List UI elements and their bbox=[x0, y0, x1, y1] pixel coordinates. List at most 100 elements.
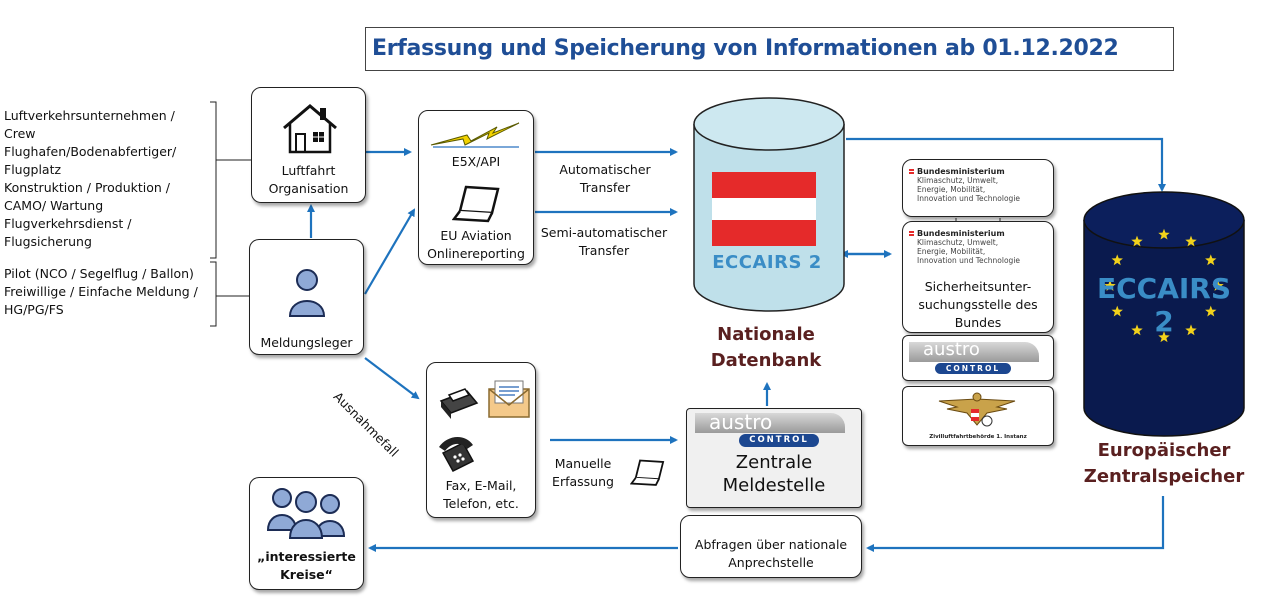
arrow-meldungsleger-reporting bbox=[364, 208, 416, 295]
auto-transfer-label: Automatischer Transfer bbox=[546, 161, 664, 197]
house-icon bbox=[283, 104, 337, 154]
eu-star bbox=[1185, 235, 1197, 247]
eu-star bbox=[1104, 280, 1116, 291]
laptop-icon bbox=[452, 185, 500, 223]
meldungsleger-box: Meldungsleger bbox=[249, 239, 364, 355]
left-list-group1: Luftverkehrsunternehmen / Crew Flughafen… bbox=[4, 107, 209, 251]
zivilluftfahrt-box: Zivilluftfahrtbehörde 1. Instanz bbox=[902, 386, 1054, 446]
eu-aviation-label-2: Onlinereporting bbox=[427, 246, 525, 261]
page-title-text: Erfassung und Speicherung von Informatio… bbox=[372, 36, 1119, 61]
europa-label-1: Europäischer bbox=[1097, 440, 1231, 461]
austro-text: austro bbox=[709, 410, 773, 434]
europa-cylinder bbox=[1083, 191, 1245, 437]
fax-label-1: Fax, E-Mail, bbox=[445, 478, 517, 493]
zentrale-meldestelle-box: austro CONTROL Zentrale Meldestelle bbox=[686, 408, 862, 508]
zentrale-label-1: Zentrale bbox=[735, 452, 813, 473]
interessierte-label-2: Kreise“ bbox=[280, 567, 333, 582]
list-item: Konstruktion / Produktion / bbox=[4, 180, 171, 195]
control-small-text: CONTROL bbox=[935, 363, 1011, 374]
ministry-name: Bundesministerium bbox=[917, 167, 1005, 176]
zentrale-label-2: Meldestelle bbox=[722, 475, 826, 496]
luftfahrt-label-1: Luftfahrt bbox=[281, 163, 336, 178]
eu-star bbox=[1111, 254, 1123, 266]
eu-star bbox=[1111, 305, 1123, 317]
ministry-line-2: Energie, Mobilität, bbox=[917, 185, 986, 194]
abfragen-label-2: Anprechstelle bbox=[728, 555, 814, 570]
semi-transfer-label: Semi-automatischer Transfer bbox=[536, 224, 672, 260]
europa-eccairs-logo: ECCAIRS 2 bbox=[1096, 272, 1232, 338]
luftfahrt-organisation-box: Luftfahrt Organisation bbox=[251, 87, 366, 203]
list-item: CAMO/ Wartung bbox=[4, 198, 104, 213]
semi-transfer-label-1: Semi-automatischer bbox=[540, 225, 668, 240]
nationale-datenbank-label: Nationale Datenbank bbox=[686, 322, 846, 374]
abfragen-box: Abfragen über nationale Anprechstelle bbox=[680, 515, 862, 578]
luftfahrt-label-2: Organisation bbox=[268, 181, 349, 196]
person-icon bbox=[288, 269, 326, 317]
laptop-icon-small bbox=[630, 459, 665, 486]
list-item: Flughafen/Bodenabfertiger/ bbox=[4, 144, 177, 159]
europa-label: Europäischer Zentralspeicher bbox=[1072, 438, 1256, 490]
ministry-name-2: Bundesministerium bbox=[917, 229, 1005, 238]
telephone-icon bbox=[439, 436, 475, 472]
ministry-line-3: Innovation und Technologie bbox=[917, 194, 1021, 203]
auto-transfer-label-1: Automatischer bbox=[559, 162, 651, 177]
auto-transfer-label-2: Transfer bbox=[579, 180, 631, 195]
eagle-emblem-icon bbox=[938, 392, 1016, 427]
mail-icon bbox=[488, 380, 530, 418]
list-item: Flugverkehrsdienst / bbox=[4, 216, 132, 231]
ministry-box-top: Bundesministerium Klimaschutz, Umwelt, E… bbox=[902, 159, 1054, 217]
eu-star bbox=[1158, 331, 1170, 343]
left-list-group2: Pilot (NCO / Segelflug / Ballon) Freiwil… bbox=[4, 265, 209, 319]
eu-star bbox=[1205, 305, 1217, 317]
list-item: Pilot (NCO / Segelflug / Ballon) bbox=[4, 266, 194, 281]
fax-box: Fax, E-Mail, Telefon, etc. bbox=[426, 362, 536, 518]
arrow-ausnahmefall bbox=[364, 357, 420, 400]
interessierte-kreise-box: „interessierte Kreise“ bbox=[249, 477, 364, 590]
manuelle-label: Manuelle Erfassung bbox=[548, 455, 618, 491]
page-title: Erfassung und Speicherung von Informatio… bbox=[365, 27, 1174, 71]
zivil-label: Zivilluftfahrtbehörde 1. Instanz bbox=[929, 434, 1027, 440]
sus-label-2: suchungsstelle des bbox=[918, 297, 1038, 312]
list-item: Luftverkehrsunternehmen / bbox=[4, 108, 175, 123]
ministry-line-2-1: Klimaschutz, Umwelt, bbox=[917, 238, 999, 247]
eu-star bbox=[1205, 254, 1217, 266]
control-text: CONTROL bbox=[739, 434, 819, 447]
list-item: Crew bbox=[4, 126, 36, 141]
list-item: Flugplatz bbox=[4, 162, 62, 177]
interessierte-label-1: „interessierte bbox=[257, 549, 356, 564]
eu-star bbox=[1131, 235, 1143, 247]
austro-control-logo: austro CONTROL bbox=[695, 410, 853, 449]
eu-stars bbox=[1104, 228, 1224, 343]
manuelle-label-2: Erfassung bbox=[552, 474, 614, 489]
reporting-box: E5X/API EU Aviation Onlinereporting bbox=[418, 110, 534, 265]
austro-small-text: austro bbox=[923, 339, 980, 360]
fax-icon bbox=[439, 388, 479, 419]
sus-label-1: Sicherheitsunter- bbox=[924, 279, 1032, 294]
list-item: Flugsicherung bbox=[4, 234, 92, 249]
nationale-eccairs-logo: ECCAIRS 2 bbox=[712, 252, 822, 273]
ministry-box-sus: Bundesministerium Klimaschutz, Umwelt, E… bbox=[902, 221, 1054, 333]
semi-transfer-label-2: Transfer bbox=[578, 243, 630, 258]
eu-star bbox=[1185, 324, 1197, 336]
europa-label-2: Zentralspeicher bbox=[1083, 466, 1245, 487]
ministry-line-2-2: Energie, Mobilität, bbox=[917, 247, 986, 256]
left-bracket bbox=[210, 101, 252, 327]
list-item: HG/PG/FS bbox=[4, 302, 64, 317]
eu-star bbox=[1131, 324, 1143, 336]
meldungsleger-label: Meldungsleger bbox=[260, 335, 353, 350]
abfragen-label-1: Abfragen über nationale bbox=[694, 537, 848, 552]
list-item: Freiwillige / Einfache Meldung / bbox=[4, 284, 198, 299]
arrow-europa-abfragen bbox=[866, 496, 1165, 552]
e5x-label: E5X/API bbox=[451, 154, 501, 169]
group-icon bbox=[266, 488, 346, 539]
lightning-icon bbox=[430, 122, 520, 148]
sus-label-3: Bundes bbox=[954, 315, 1002, 330]
nationale-label-1: Nationale bbox=[717, 324, 815, 345]
eu-aviation-label-1: EU Aviation bbox=[440, 228, 512, 243]
arrow-nationale-europa bbox=[846, 137, 1166, 192]
nationale-label-2: Datenbank bbox=[710, 350, 822, 371]
fax-label-2: Telefon, etc. bbox=[443, 496, 519, 511]
austro-control-small-box: austro CONTROL bbox=[902, 335, 1054, 381]
austro-control-logo-small: austro CONTROL bbox=[909, 339, 1049, 376]
